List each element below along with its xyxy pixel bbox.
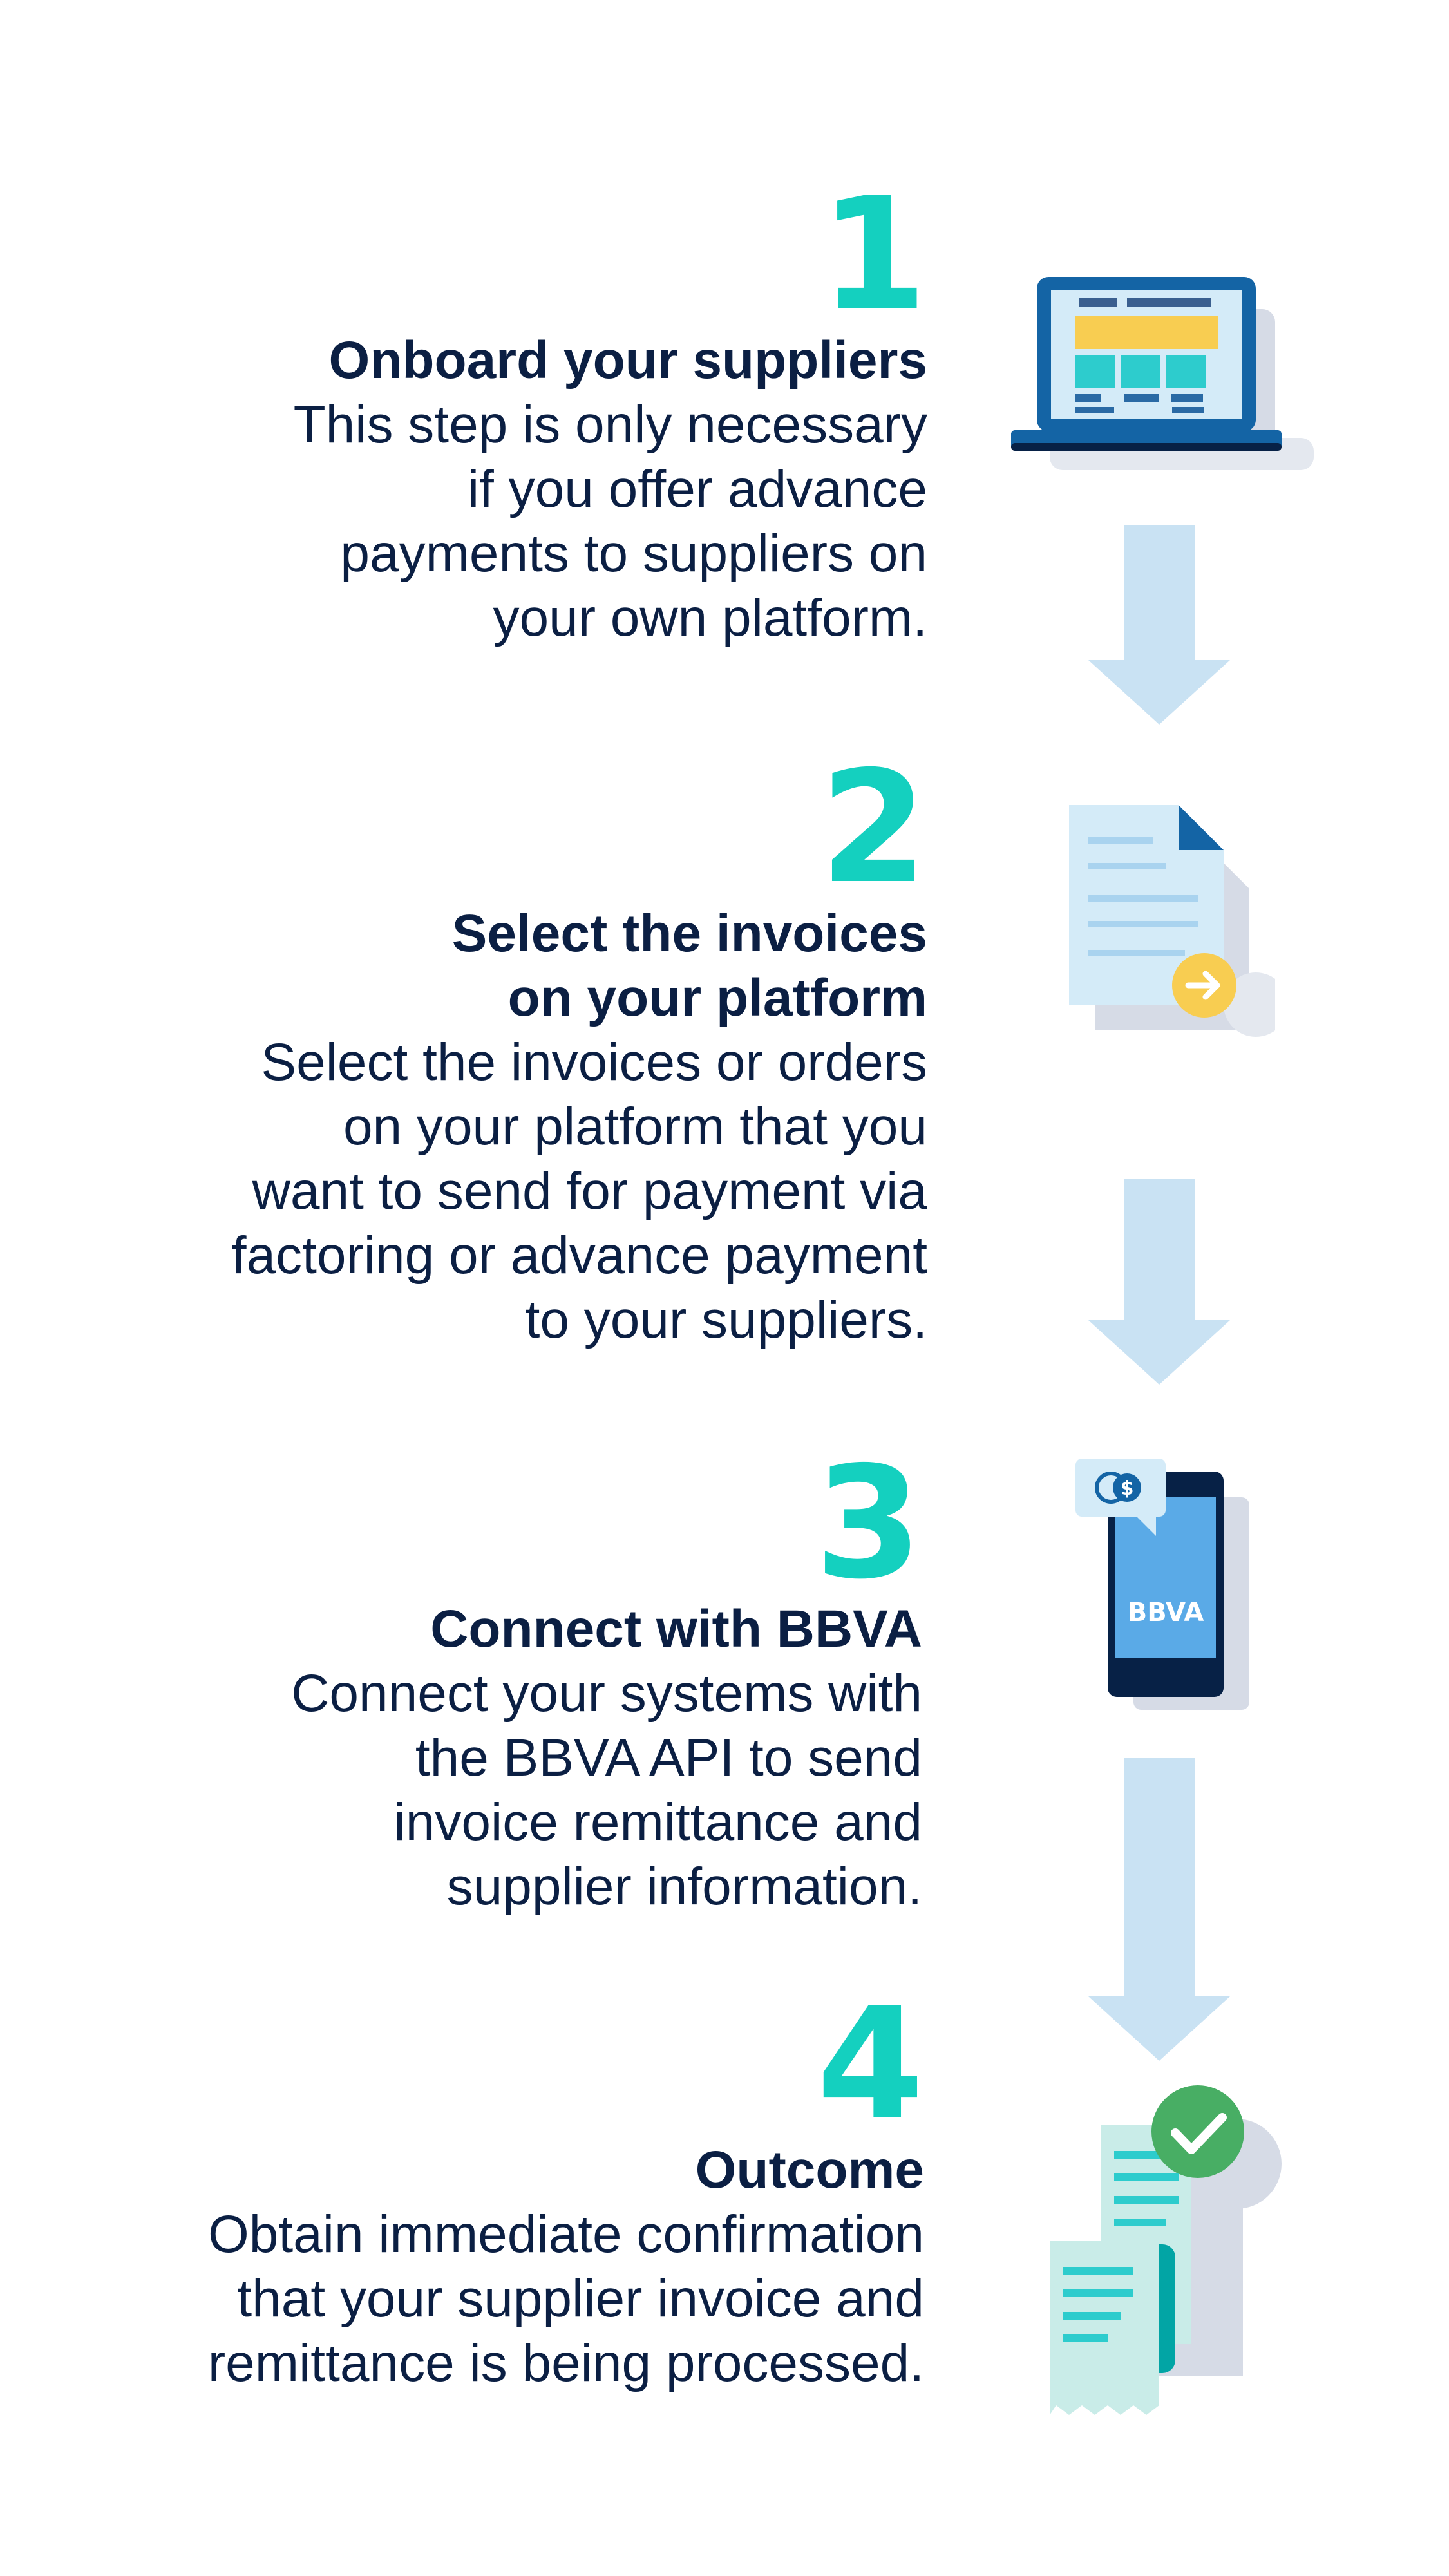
step-3-title: Connect with BBVA [430,1600,922,1658]
step-2: 2 Select the invoices on your platform S… [231,737,927,1352]
arrow-down-icon [1088,1758,1230,2061]
step-3: 3 Connect with BBVA Connect your systems… [291,1433,922,1919]
receipt-check-icon [1050,2085,1282,2415]
step-2-number: 2 [820,737,927,918]
step-2-description: Select the invoices or orders on your pl… [231,1033,927,1349]
step-3-description: Connect your systems with the BBVA API t… [291,1664,922,1916]
step-1-description: This step is only necessary if you offer… [293,395,927,647]
step-4-number: 4 [817,1974,924,2154]
laptop-icon [1011,277,1314,470]
phone-icon: BBVA $ [1075,1459,1249,1710]
step-2-title: Select the invoices on your platform [451,904,927,1027]
step-4-title: Outcome [695,2141,924,2199]
svg-text:$: $ [1121,1477,1134,1500]
step-3-number: 3 [815,1433,922,1613]
step-1: 1 Onboard your suppliers This step is on… [293,164,927,650]
step-1-title: Onboard your suppliers [328,331,927,390]
step-4: 4 Outcome Obtain immediate confirmation … [207,1974,924,2396]
step-1-number: 1 [820,164,927,345]
document-send-icon [1069,805,1275,1037]
step-4-description: Obtain immediate confirmation that your … [207,2205,924,2392]
arrow-down-icon [1088,1179,1230,1385]
phone-bbva-logo: BBVA [1128,1598,1204,1627]
arrow-down-icon [1088,525,1230,724]
